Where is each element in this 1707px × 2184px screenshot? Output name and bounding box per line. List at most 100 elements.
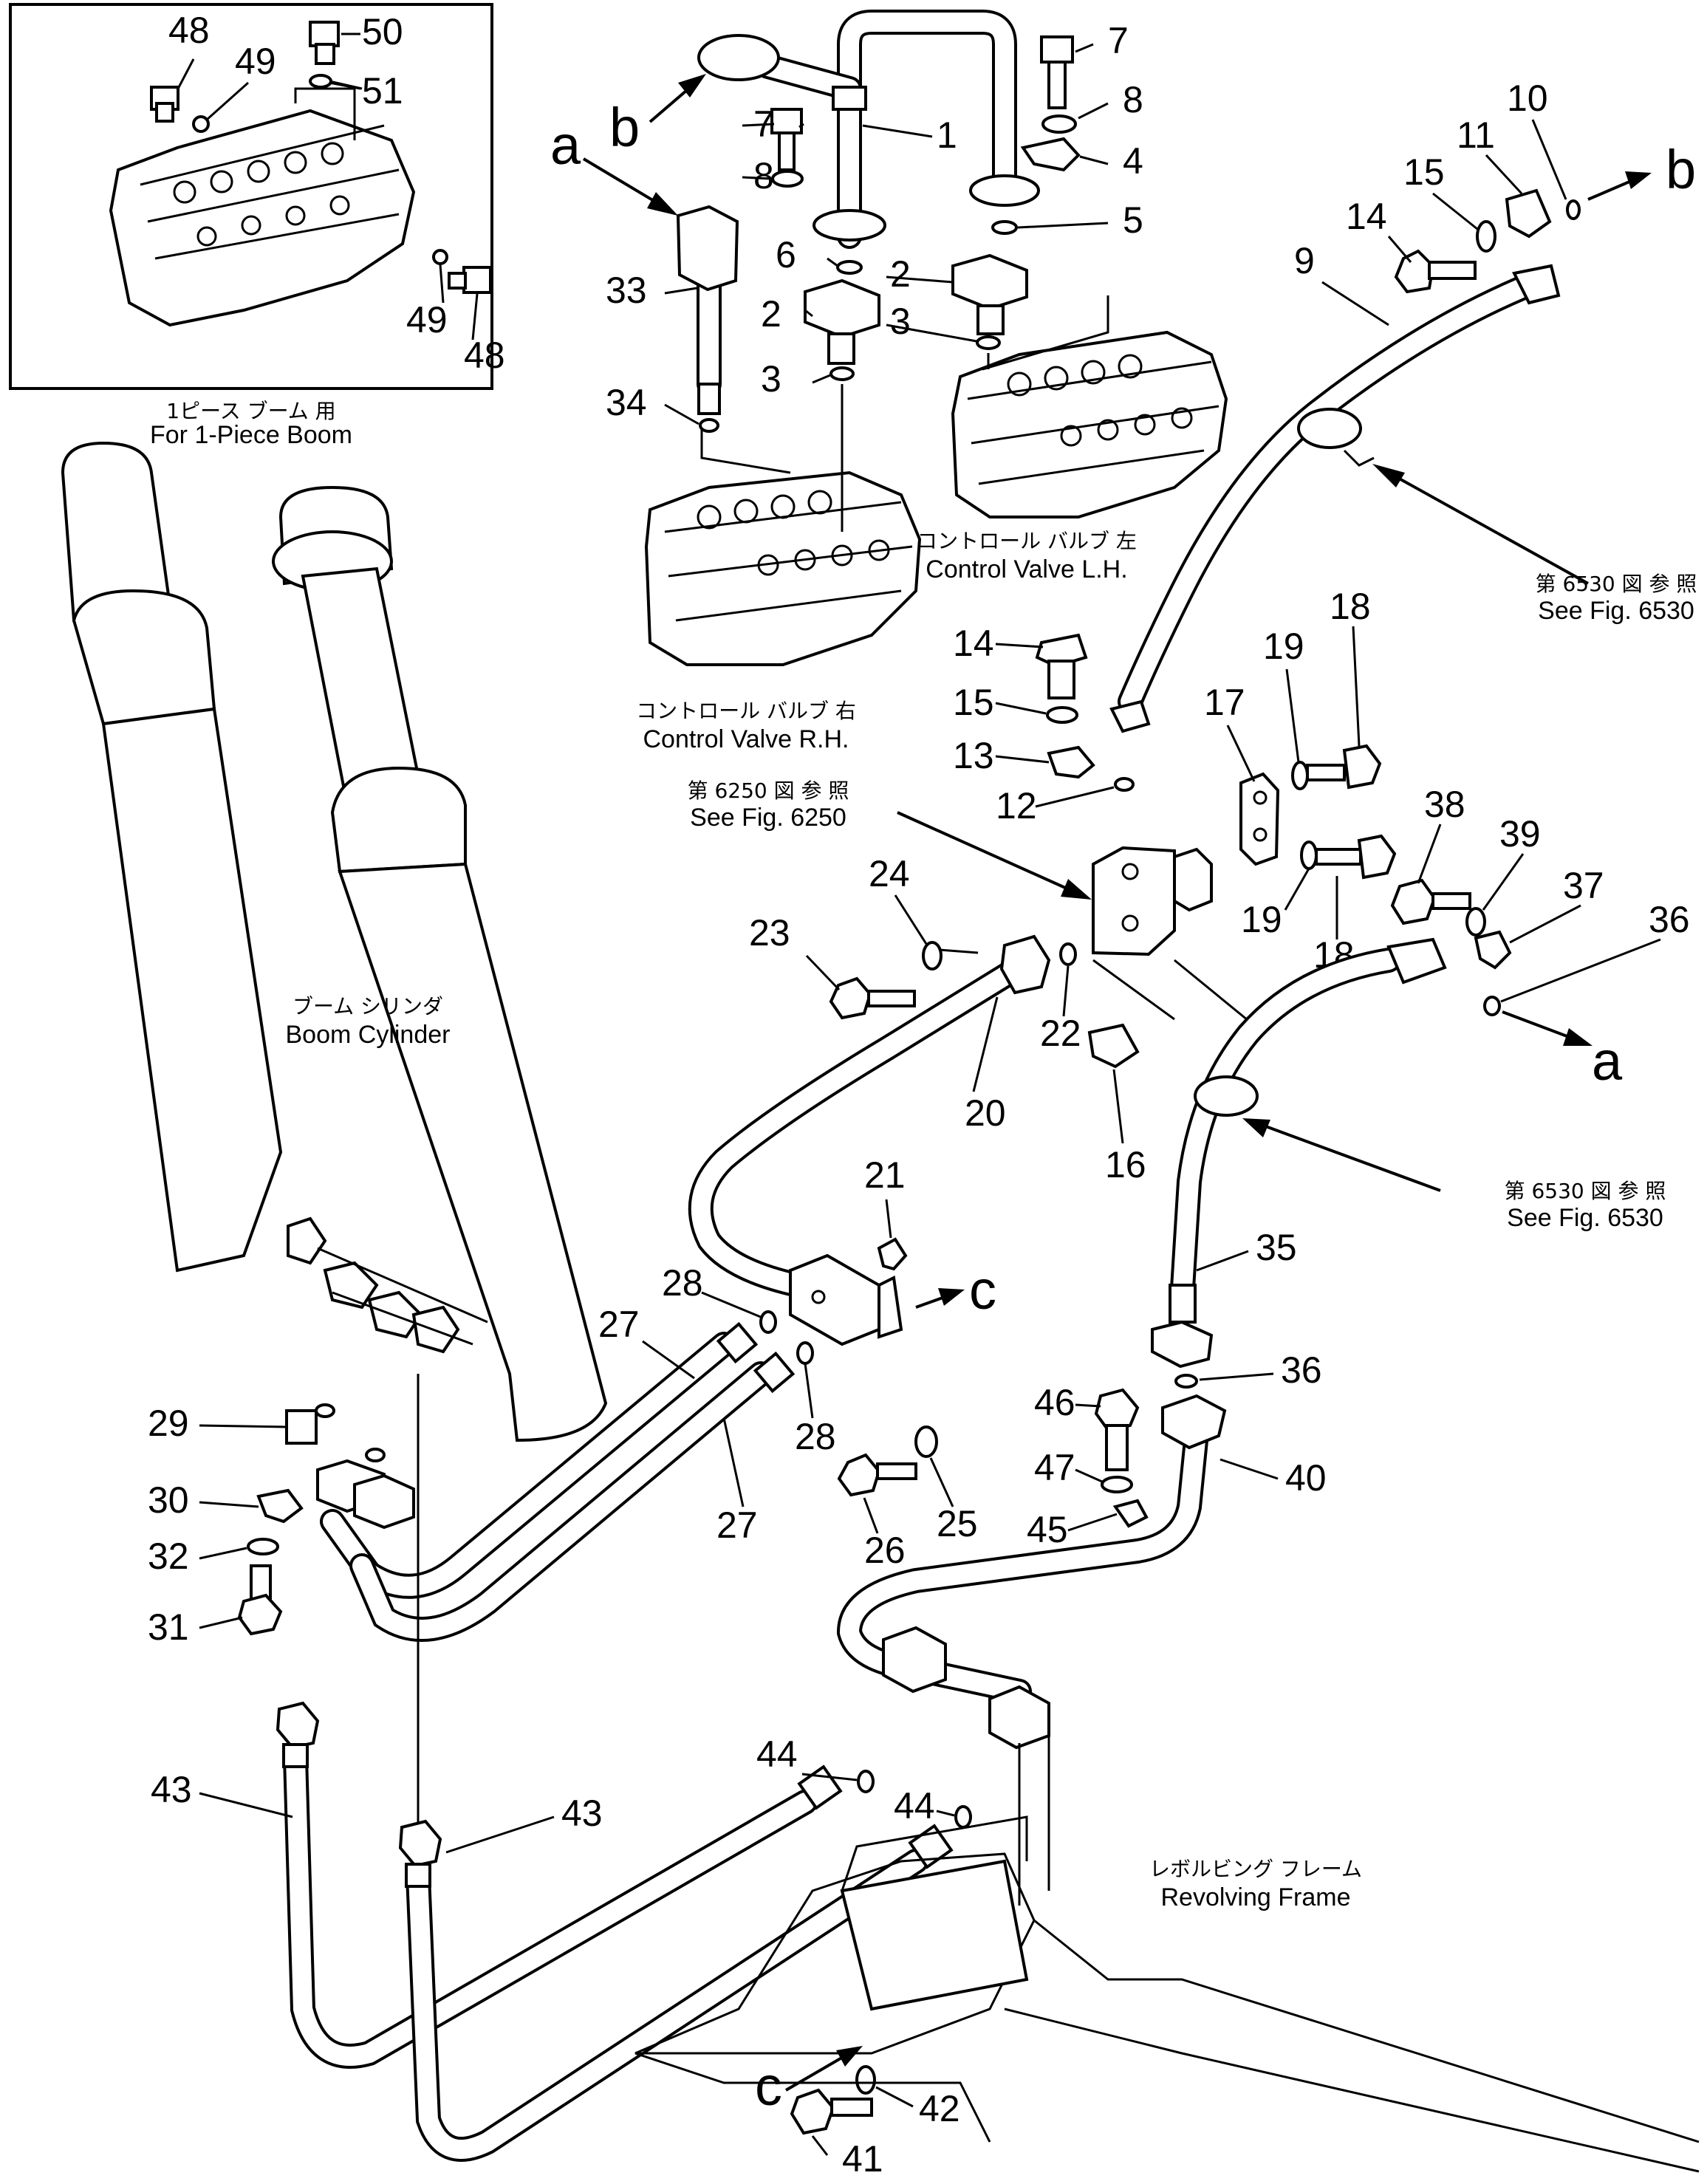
flange-cylinder-hose: [316, 1459, 415, 1530]
clamp-30: [256, 1488, 304, 1524]
hose-43-right: [398, 1819, 954, 2162]
arrow-ref-6530-bottom: [1242, 1118, 1270, 1137]
arrow-ref-6530-top: [1372, 464, 1405, 487]
caption-cv-rh-en: Control Valve R.H.: [643, 725, 849, 753]
label-29: 29: [148, 1403, 189, 1444]
hose-35: [1151, 937, 1447, 1369]
label-1: 1: [937, 114, 957, 156]
label-13: 13: [953, 735, 994, 776]
caption-ref6530b-jp: 第 6530 図 参 照: [1505, 1179, 1666, 1203]
bolt-18-upper: [1306, 744, 1382, 790]
bolt-46: [1094, 1388, 1140, 1471]
label-3: 3: [761, 358, 781, 400]
label-6: 6: [776, 234, 796, 275]
inset-control-valve: [109, 87, 416, 327]
label-35: 35: [1256, 1227, 1297, 1268]
washer-19-lower: [1300, 841, 1318, 870]
oring-51: [309, 74, 332, 89]
label-47: 47: [1034, 1447, 1075, 1488]
bracket-16: [1087, 1023, 1140, 1069]
arrow-c-mid: [938, 1288, 965, 1306]
label-43: 43: [151, 1769, 192, 1810]
label-51: 51: [362, 70, 403, 112]
oring-22: [1059, 942, 1077, 966]
caption-frame-jp: レボルビング フレーム: [1149, 1857, 1362, 1881]
label-34: 34: [606, 382, 647, 423]
washer-24: [922, 941, 943, 971]
letter-b-top: b: [609, 97, 640, 158]
label-27: 27: [598, 1304, 640, 1345]
letter-a-right: a: [1592, 1030, 1623, 1092]
label-31: 31: [148, 1606, 189, 1648]
oring-3-right: [976, 335, 1001, 350]
washer-15-top: [1476, 220, 1496, 253]
label-28: 28: [795, 1416, 836, 1457]
label-48: 48: [464, 335, 505, 376]
revolving-frame: [634, 1815, 1700, 2173]
oring-44-upper: [857, 1770, 875, 1793]
label-26: 26: [864, 1530, 906, 1571]
flange-2-right: [951, 253, 1028, 335]
bracket-frame: [840, 1859, 1029, 2011]
label-40: 40: [1285, 1457, 1327, 1499]
letter-a-top: a: [550, 114, 581, 176]
block-21: [789, 1253, 903, 1346]
washer-39: [1465, 907, 1486, 937]
label-7: 7: [1108, 20, 1129, 61]
bolt-31: [237, 1564, 283, 1636]
caption-boom-en: Boom Cylinder: [286, 1021, 451, 1049]
label-25: 25: [937, 1503, 978, 1544]
hose-clamp-35: [1194, 1075, 1259, 1117]
bolt-7-right: [1040, 35, 1074, 109]
label-23: 23: [749, 912, 790, 954]
label-16: 16: [1105, 1144, 1146, 1185]
label-8: 8: [1123, 79, 1143, 120]
pipe-20: [688, 934, 1051, 1298]
oring-5: [991, 220, 1018, 235]
label-9: 9: [1294, 240, 1315, 281]
label-4: 4: [1123, 140, 1143, 182]
bolt-23: [829, 976, 916, 1020]
label-19: 19: [1241, 899, 1282, 940]
valve-block-6250: [1092, 846, 1256, 1028]
label-21: 21: [864, 1154, 906, 1196]
label-36: 36: [1649, 899, 1690, 940]
label-50: 50: [362, 11, 403, 52]
clamp-13: [1047, 745, 1095, 779]
label-49: 49: [406, 299, 448, 340]
oring-49-upper: [192, 115, 210, 133]
hose-clamp-9: [1297, 408, 1362, 449]
bolt-41: [790, 2088, 873, 2135]
washer-15-mid: [1046, 706, 1078, 724]
label-5: 5: [1123, 199, 1143, 241]
label-41: 41: [842, 2138, 883, 2180]
washer-19-upper: [1291, 761, 1309, 790]
oring-28-lower: [796, 1341, 814, 1365]
label-2: 2: [890, 253, 911, 295]
boom-cylinder-left: [61, 441, 283, 1273]
letter-b-right: b: [1666, 139, 1696, 200]
label-36: 36: [1281, 1349, 1322, 1391]
label-49: 49: [235, 41, 276, 82]
washer-47: [1101, 1476, 1133, 1493]
washer-42: [855, 2065, 876, 2095]
caption-cv-lh-jp: コントロール バルブ 左: [917, 529, 1137, 553]
oring-10: [1566, 199, 1581, 220]
arrow-b-top: [678, 74, 706, 97]
hose-27-lower: [349, 1351, 796, 1642]
pipe-40: [836, 1394, 1227, 1906]
caption-cv-lh-en: Control Valve L.H.: [926, 555, 1127, 583]
washer-32: [247, 1538, 279, 1555]
flange-2-left: [804, 278, 880, 365]
clamp-4: [1020, 137, 1081, 172]
washer-8-right: [1041, 114, 1077, 134]
letter-c-bottom: c: [755, 2055, 782, 2117]
oring-28-upper: [759, 1310, 777, 1334]
caption-ref6530a-en: See Fig. 6530: [1538, 597, 1694, 625]
label-20: 20: [965, 1092, 1006, 1134]
clip-45: [1112, 1499, 1149, 1528]
label-14: 14: [953, 623, 994, 664]
oring-3-left: [829, 366, 855, 381]
caption-ref6530b-en: See Fig. 6530: [1507, 1204, 1663, 1232]
